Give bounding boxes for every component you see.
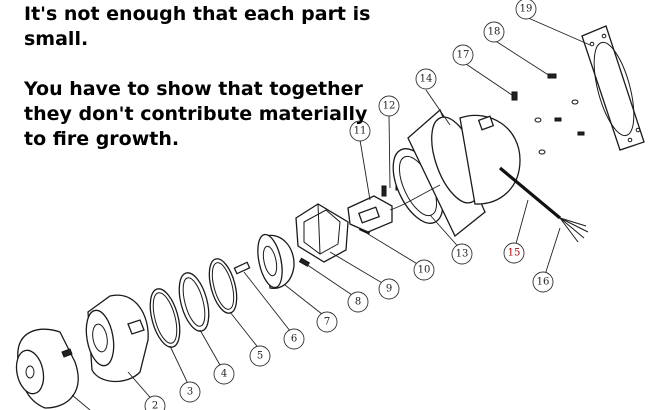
callout-label: 5 [257, 351, 263, 362]
part-housing [85, 294, 149, 383]
callout-label: 6 [291, 334, 297, 345]
callout-7: 7 [316, 311, 338, 333]
part-ring-3 [149, 288, 181, 348]
part-bracket-cage [295, 203, 349, 263]
callout-10: 10 [413, 259, 435, 281]
part-square-plate [581, 25, 645, 151]
callout-2: 2 [144, 395, 166, 410]
callout-label: 16 [537, 277, 550, 288]
callout-label: 8 [355, 297, 361, 308]
callout-6: 6 [283, 328, 305, 350]
callout-label: 11 [354, 126, 367, 137]
callout-label: 7 [324, 317, 330, 328]
part-disk [257, 233, 295, 289]
part-end-cap [15, 328, 79, 409]
part-connector [347, 195, 393, 233]
callout-8: 8 [347, 291, 369, 313]
part-ring-4 [178, 272, 210, 332]
callout-label: 4 [221, 369, 227, 380]
part-cable [498, 166, 589, 243]
callout-13: 13 [451, 243, 473, 265]
part-motor [407, 108, 521, 238]
callout-4: 4 [213, 363, 235, 385]
callout-3: 3 [179, 381, 201, 403]
callout-19: 19 [515, 0, 537, 20]
callout-label: 19 [520, 4, 533, 15]
caption-line-2: You have to show that together they don'… [24, 78, 368, 150]
callout-label: 12 [383, 101, 396, 112]
callout-16: 16 [532, 271, 554, 293]
callout-label: 10 [418, 265, 431, 276]
callout-label: 2 [152, 401, 158, 410]
part-screws-17-18 [511, 73, 585, 155]
part-pin [233, 261, 251, 275]
callout-15: 15 [503, 242, 525, 264]
callout-label: 17 [457, 50, 470, 61]
callout-label: 15 [508, 248, 521, 259]
callout-9: 9 [378, 278, 400, 300]
callout-label: 14 [420, 74, 433, 85]
caption-line-1: It's not enough that each part is small. [24, 3, 371, 50]
callout-label: 13 [456, 249, 469, 260]
callout-label: 3 [187, 387, 193, 398]
callout-5: 5 [249, 345, 271, 367]
callout-label: 18 [488, 27, 501, 38]
callout-11: 11 [349, 120, 371, 142]
caption-text: It's not enough that each part is small.… [24, 2, 384, 152]
callout-18: 18 [483, 21, 505, 43]
callout-12: 12 [378, 95, 400, 117]
part-snap-ring [208, 258, 238, 314]
callout-label: 9 [386, 284, 392, 295]
callout-14: 14 [415, 68, 437, 90]
callout-17: 17 [452, 44, 474, 66]
